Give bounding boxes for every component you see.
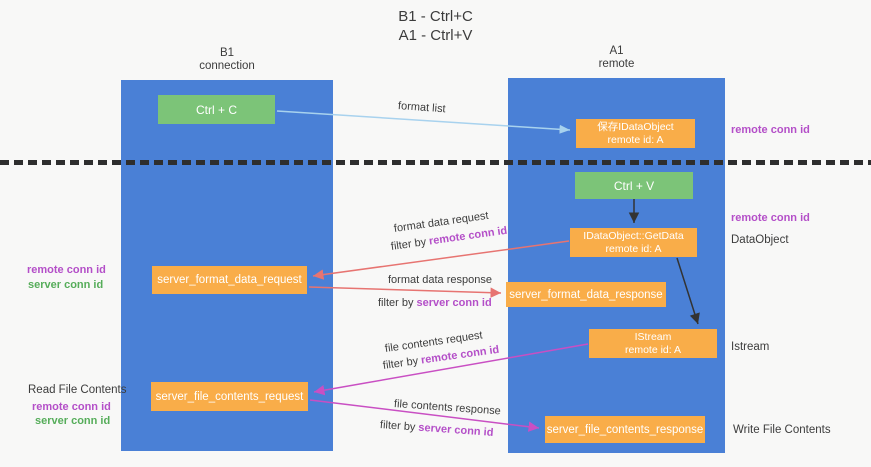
label-left-remote-conn-id: remote conn id [27, 264, 106, 276]
label-file-contents-response: file contents response [393, 398, 502, 418]
label-write-file-contents: Write File Contents [733, 424, 831, 436]
label-left-bottom-remote-conn-id: remote conn id [32, 401, 111, 413]
node-ctrl-v: Ctrl + V [575, 172, 693, 199]
lane-header-a1: A1 remote [508, 45, 725, 71]
lane-a1-subtitle: remote [598, 58, 635, 70]
node-save-idataobject: 保存IDataObject remote id: A [576, 119, 695, 148]
node-save-idataobject-line2: remote id: A [607, 133, 664, 146]
lane-b1-title: B1 [219, 47, 235, 59]
node-ctrl-v-label: Ctrl + V [613, 178, 655, 193]
label-left-server-conn-id: server conn id [28, 279, 104, 291]
server-conn-id-text: server conn id [416, 297, 492, 309]
node-getdata-line1: IDataObject::GetData [583, 229, 684, 242]
label-left-bottom-server-conn-id: server conn id [35, 415, 111, 427]
server-conn-id-text: server conn id [417, 421, 494, 439]
node-ctrl-c: Ctrl + C [158, 95, 275, 124]
filter-by-text: filter by [378, 297, 414, 309]
filter-by-text: filter by [379, 419, 416, 434]
label-read-file-contents: Read File Contents [28, 384, 127, 396]
node-format-request-label: server_format_data_request [157, 274, 302, 286]
label-format-list: format list [397, 100, 446, 116]
filter-by-text: filter by [390, 236, 427, 253]
lane-a1-title: A1 [609, 45, 624, 57]
node-file-request-label: server_file_contents_request [155, 390, 304, 403]
session-separator-dashed-line [0, 160, 871, 165]
label-format-data-response: format data response [388, 274, 492, 286]
lane-b1-subtitle: connection [199, 60, 255, 72]
node-file-response-label: server_file_contents_response [546, 423, 704, 436]
lane-header-b1: B1 connection [121, 47, 333, 73]
node-format-response-label: server_format_data_response [509, 288, 663, 301]
diagram-title: B1 - Ctrl+C A1 - Ctrl+V [0, 7, 871, 45]
node-istream: IStream remote id: A [589, 329, 717, 358]
title-line1: B1 - Ctrl+C [398, 8, 473, 25]
label-istream: Istream [731, 341, 770, 353]
filter-by-text: filter by [382, 355, 419, 372]
title-line2: A1 - Ctrl+V [398, 27, 473, 44]
node-idataobject-getdata: IDataObject::GetData remote id: A [570, 228, 697, 257]
node-ctrl-c-label: Ctrl + C [195, 102, 237, 117]
node-istream-line1: IStream [634, 330, 672, 343]
node-save-idataobject-line1: 保存IDataObject [597, 120, 674, 133]
label-right-remote-conn-id-mid: remote conn id [731, 212, 810, 224]
node-server-format-data-response: server_format_data_response [506, 282, 666, 307]
node-getdata-line2: remote id: A [605, 242, 662, 255]
label-dataobject: DataObject [731, 234, 789, 246]
node-istream-line2: remote id: A [624, 343, 682, 356]
node-server-format-data-request: server_format_data_request [152, 266, 307, 294]
label-right-remote-conn-id-top: remote conn id [731, 124, 810, 136]
node-server-file-contents-request: server_file_contents_request [151, 382, 308, 411]
arrow-format-data-response [308, 286, 502, 298]
node-server-file-contents-response: server_file_contents_response [545, 416, 705, 443]
